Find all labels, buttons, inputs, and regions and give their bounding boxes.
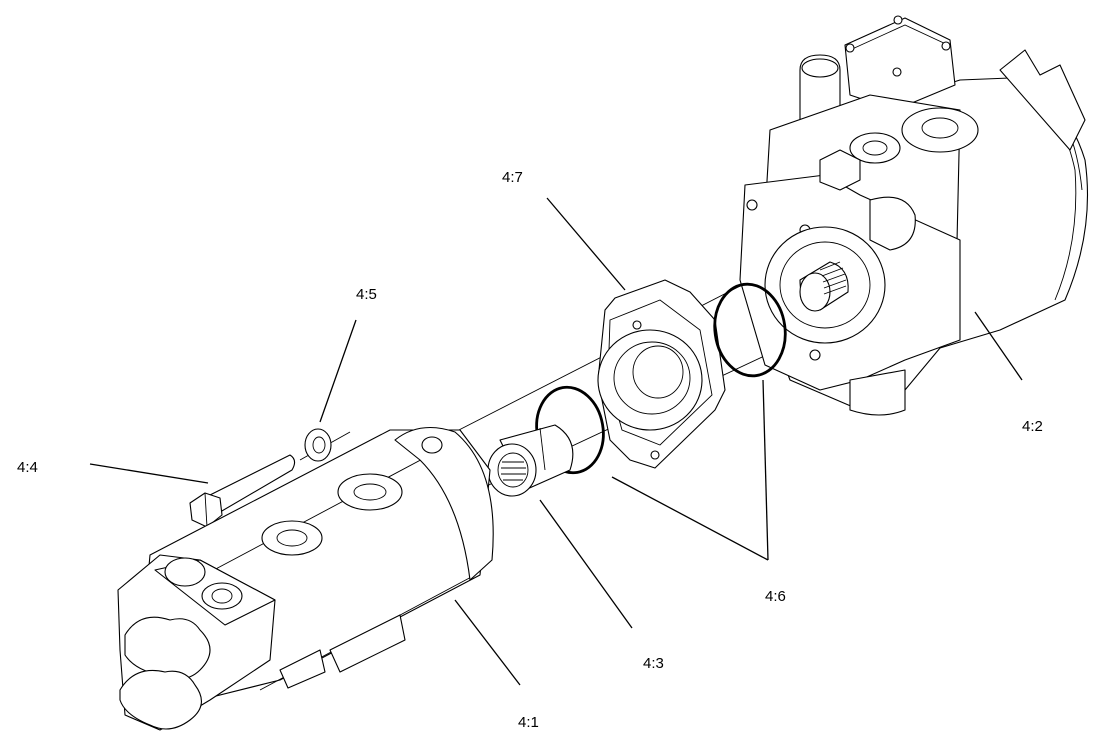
callout-4-2: 4:2 [1022,418,1043,435]
part-4-2-main-pump [739,15,1089,416]
callout-4-3: 4:3 [643,655,664,672]
o-ring-large [713,282,787,378]
leader-4-4 [89,463,209,484]
part-4-5-washer [304,428,332,462]
leader-4-5 [319,319,357,423]
leader-4-3 [539,499,633,629]
part-4-7-flange-adapter [597,279,726,469]
callout-4-4: 4:4 [17,459,38,476]
leader-lines [89,197,1023,686]
leader-4-1 [454,599,521,686]
part-4-3-coupling-sleeve [487,424,574,497]
part-4-4-bolt [189,454,296,528]
part-4-1-gear-pump [117,427,494,731]
leader-4-7 [546,197,626,291]
leader-4-6-a [611,476,769,561]
callout-4-1: 4:1 [518,714,539,731]
callout-4-7: 4:7 [502,169,523,186]
callout-4-5: 4:5 [356,286,377,303]
leader-4-6-b [762,379,769,561]
leader-4-2 [974,311,1023,381]
callout-labels: 4:1 4:2 4:3 4:4 4:5 4:6 4:7 [17,169,1043,731]
callout-4-6: 4:6 [765,588,786,605]
